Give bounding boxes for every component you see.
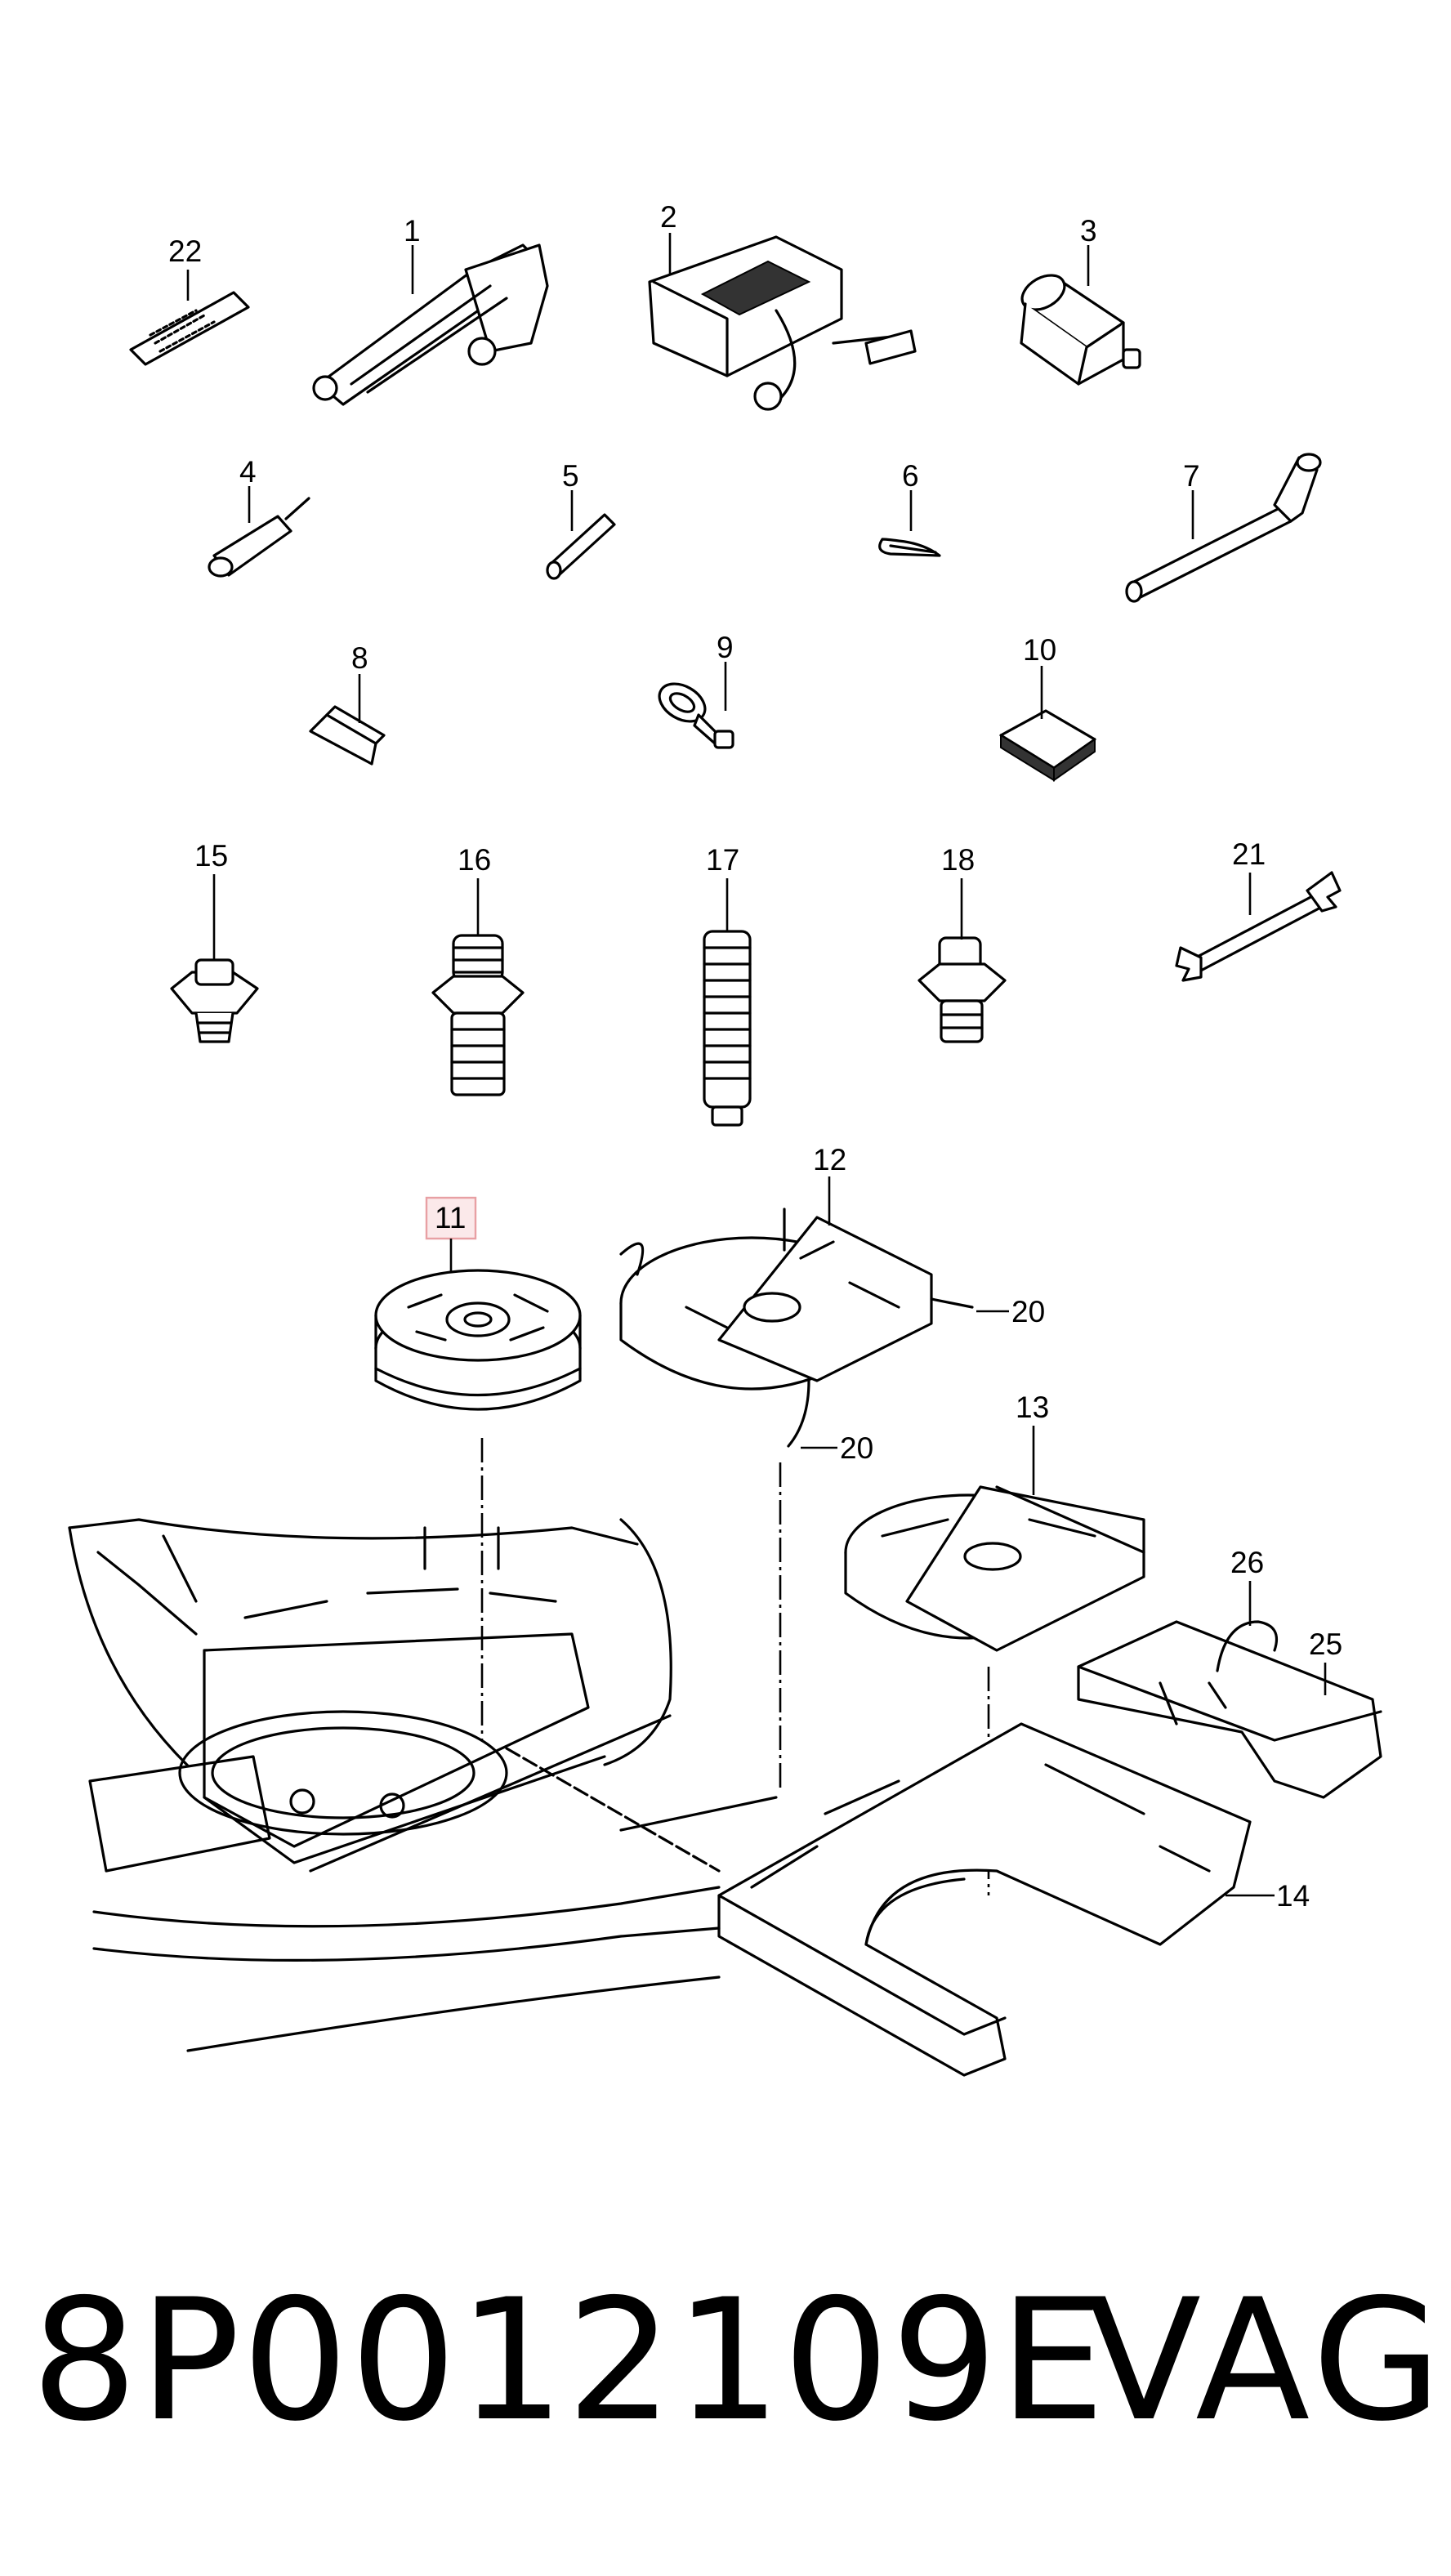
part-caption: 8P0012109E VAG	[0, 2263, 1451, 2459]
callout-14: 14	[1276, 1879, 1310, 1913]
callout-21: 21	[1232, 837, 1266, 871]
part-18-wing-bolt: 18	[917, 843, 1007, 1043]
part-4-screwdriver: 4	[208, 455, 310, 578]
callout-3: 3	[1080, 214, 1097, 248]
part-11-spare-wheel-insert: 11	[374, 1196, 582, 1740]
callout-4: 4	[239, 455, 257, 489]
part-13-wheel-tray: 13	[844, 1391, 1145, 1895]
part-3-sealant-bottle: 3	[1020, 214, 1141, 386]
callout-16: 16	[458, 843, 491, 877]
part-25-side-tray: 26 25	[1077, 1546, 1382, 1799]
callout-17: 17	[706, 843, 739, 877]
part-12-tool-tray: 12 20 20	[619, 1143, 1045, 1789]
part-22-label-sticker: 22	[129, 234, 250, 366]
callout-22: 22	[168, 234, 202, 268]
callout-6: 6	[902, 459, 919, 493]
callout-15: 15	[194, 839, 228, 873]
callout-13: 13	[1016, 1391, 1049, 1424]
part-8-bracket: 8	[309, 641, 386, 766]
part-14-floor-tray: 14	[717, 1722, 1310, 2077]
callout-12: 12	[813, 1143, 846, 1176]
callout-7: 7	[1183, 459, 1200, 493]
callout-11: 11	[435, 1201, 466, 1234]
callout-26: 26	[1230, 1546, 1264, 1579]
callout-8: 8	[351, 641, 368, 675]
brand-name: VAG	[1087, 2264, 1447, 2458]
part-16-threaded-bolt: 16	[431, 843, 525, 1096]
callout-1: 1	[404, 214, 421, 248]
part-21-open-wrench: 21	[1175, 837, 1342, 982]
callout-10: 10	[1023, 633, 1056, 667]
part-15-wing-nut: 15	[170, 839, 259, 1043]
part-7-wheel-wrench: 7	[1125, 453, 1322, 603]
part-1-car-jack: 1	[312, 214, 549, 406]
car-rear-luggage-compartment	[68, 1518, 778, 2052]
callout-20-b: 20	[840, 1431, 873, 1465]
part-10-instruction-pack: 10	[999, 633, 1096, 782]
part-2-tire-compressor: 2	[648, 200, 917, 411]
part-9-towing-eye: 9	[658, 631, 734, 749]
callout-9: 9	[717, 631, 734, 664]
callout-18: 18	[941, 843, 975, 877]
part-17-threaded-rod: 17	[703, 843, 752, 1127]
callout-25: 25	[1309, 1627, 1342, 1661]
callout-5: 5	[562, 459, 579, 493]
callout-20-a: 20	[1011, 1295, 1045, 1328]
callout-2: 2	[660, 200, 677, 234]
part-5-pin: 5	[546, 459, 616, 580]
part-number: 8P0012109E	[31, 2264, 1107, 2458]
part-6-clip: 6	[878, 459, 941, 557]
